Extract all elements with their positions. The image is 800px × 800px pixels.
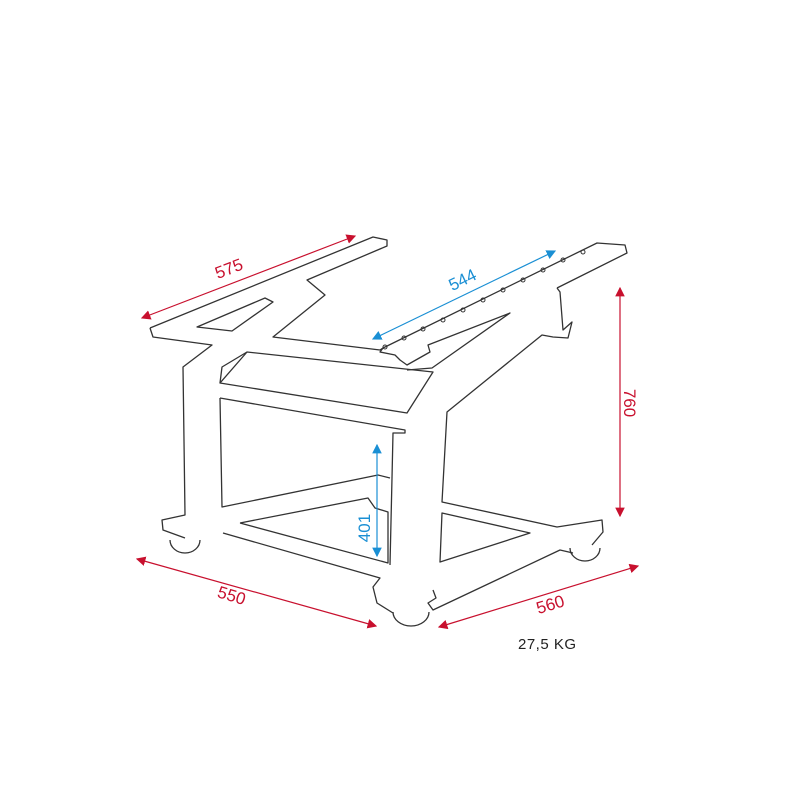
dim-544-arrow xyxy=(371,250,557,340)
rail-holes xyxy=(382,249,586,350)
dim-760-label: 760 xyxy=(620,389,639,417)
weight-label: 27,5 KG xyxy=(518,636,577,653)
wheel-left xyxy=(169,539,201,554)
right-bottom-triangle xyxy=(439,512,531,563)
top-rail-front xyxy=(379,312,511,371)
dim-575-label: 575 xyxy=(212,255,245,283)
wheel-right xyxy=(569,547,601,562)
rack-front xyxy=(219,397,406,566)
dim-560-label: 560 xyxy=(534,592,567,618)
dimension-labels: 575 544 760 401 550 560 xyxy=(212,255,639,618)
dim-550-arrow xyxy=(135,556,378,629)
wheel-front xyxy=(392,611,430,627)
base-right xyxy=(427,549,574,611)
base-front xyxy=(222,532,394,614)
dimension-arrows xyxy=(135,234,640,630)
stand-outline xyxy=(149,236,628,627)
top-left-arm xyxy=(149,236,388,351)
left-leg xyxy=(149,327,213,539)
dim-550-label: 550 xyxy=(215,583,248,609)
left-side-panel xyxy=(219,397,391,508)
top-left-cutout xyxy=(196,297,274,332)
top-shelf xyxy=(219,351,434,414)
top-right-arm xyxy=(382,242,628,349)
dim-575-arrow xyxy=(140,234,357,320)
inner-left-leg xyxy=(219,351,248,384)
right-leg xyxy=(441,287,604,546)
dim-560-arrow xyxy=(437,563,640,630)
dim-401-label: 401 xyxy=(355,514,374,542)
